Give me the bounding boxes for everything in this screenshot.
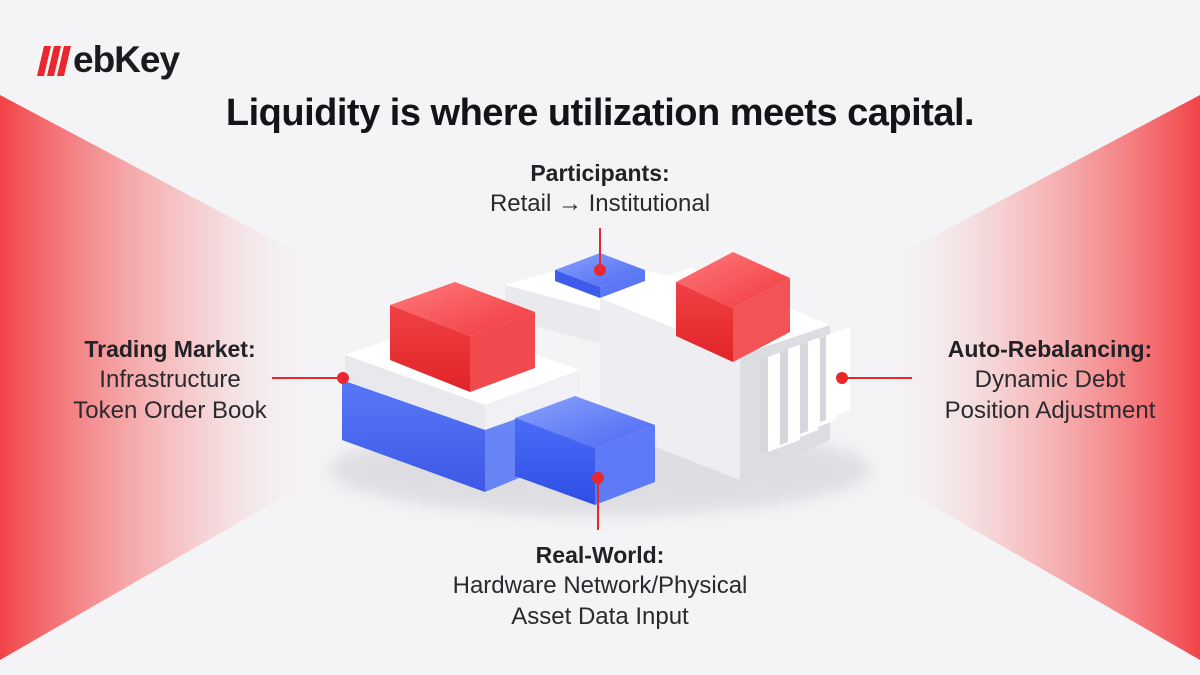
participants-title: Participants:	[530, 160, 670, 186]
connector-participants	[594, 228, 606, 276]
connector-trading	[272, 372, 349, 384]
auto-rebalancing-label: Auto-Rebalancing: Dynamic Debt Position …	[900, 334, 1200, 426]
trading-title: Trading Market:	[84, 336, 256, 362]
left-red-wedge	[0, 95, 330, 660]
right-red-cube	[676, 252, 790, 362]
rebalancing-fins	[760, 327, 850, 455]
connector-real	[592, 472, 604, 530]
real-line-2: Asset Data Input	[511, 603, 689, 630]
auto-line-2: Position Adjustment	[944, 397, 1156, 424]
connector-auto	[836, 372, 912, 384]
front-blue-cube	[515, 396, 655, 505]
real-title: Real-World:	[535, 542, 665, 568]
real-world-label: Real-World: Hardware Network/Physical As…	[380, 540, 820, 632]
logo-text: ebKey	[73, 39, 180, 80]
webkey-logo-icon	[37, 46, 71, 76]
trading-line-1: Infrastructure	[99, 366, 241, 393]
webkey-logo[interactable]: ebKey	[34, 38, 180, 82]
auto-line-1: Dynamic Debt	[974, 366, 1126, 393]
auto-title: Auto-Rebalancing:	[947, 336, 1153, 362]
trading-market-label: Trading Market: Infrastructure Token Ord…	[20, 334, 320, 426]
left-red-cube	[390, 282, 535, 392]
right-red-wedge	[870, 95, 1200, 660]
trading-line-2: Token Order Book	[73, 397, 267, 424]
participants-label: Participants: Retail → Institutional	[400, 158, 800, 219]
real-line-1: Hardware Network/Physical	[452, 572, 748, 599]
participants-line-1: Retail → Institutional	[489, 190, 711, 217]
headline: Liquidity is where utilization meets cap…	[225, 92, 975, 134]
